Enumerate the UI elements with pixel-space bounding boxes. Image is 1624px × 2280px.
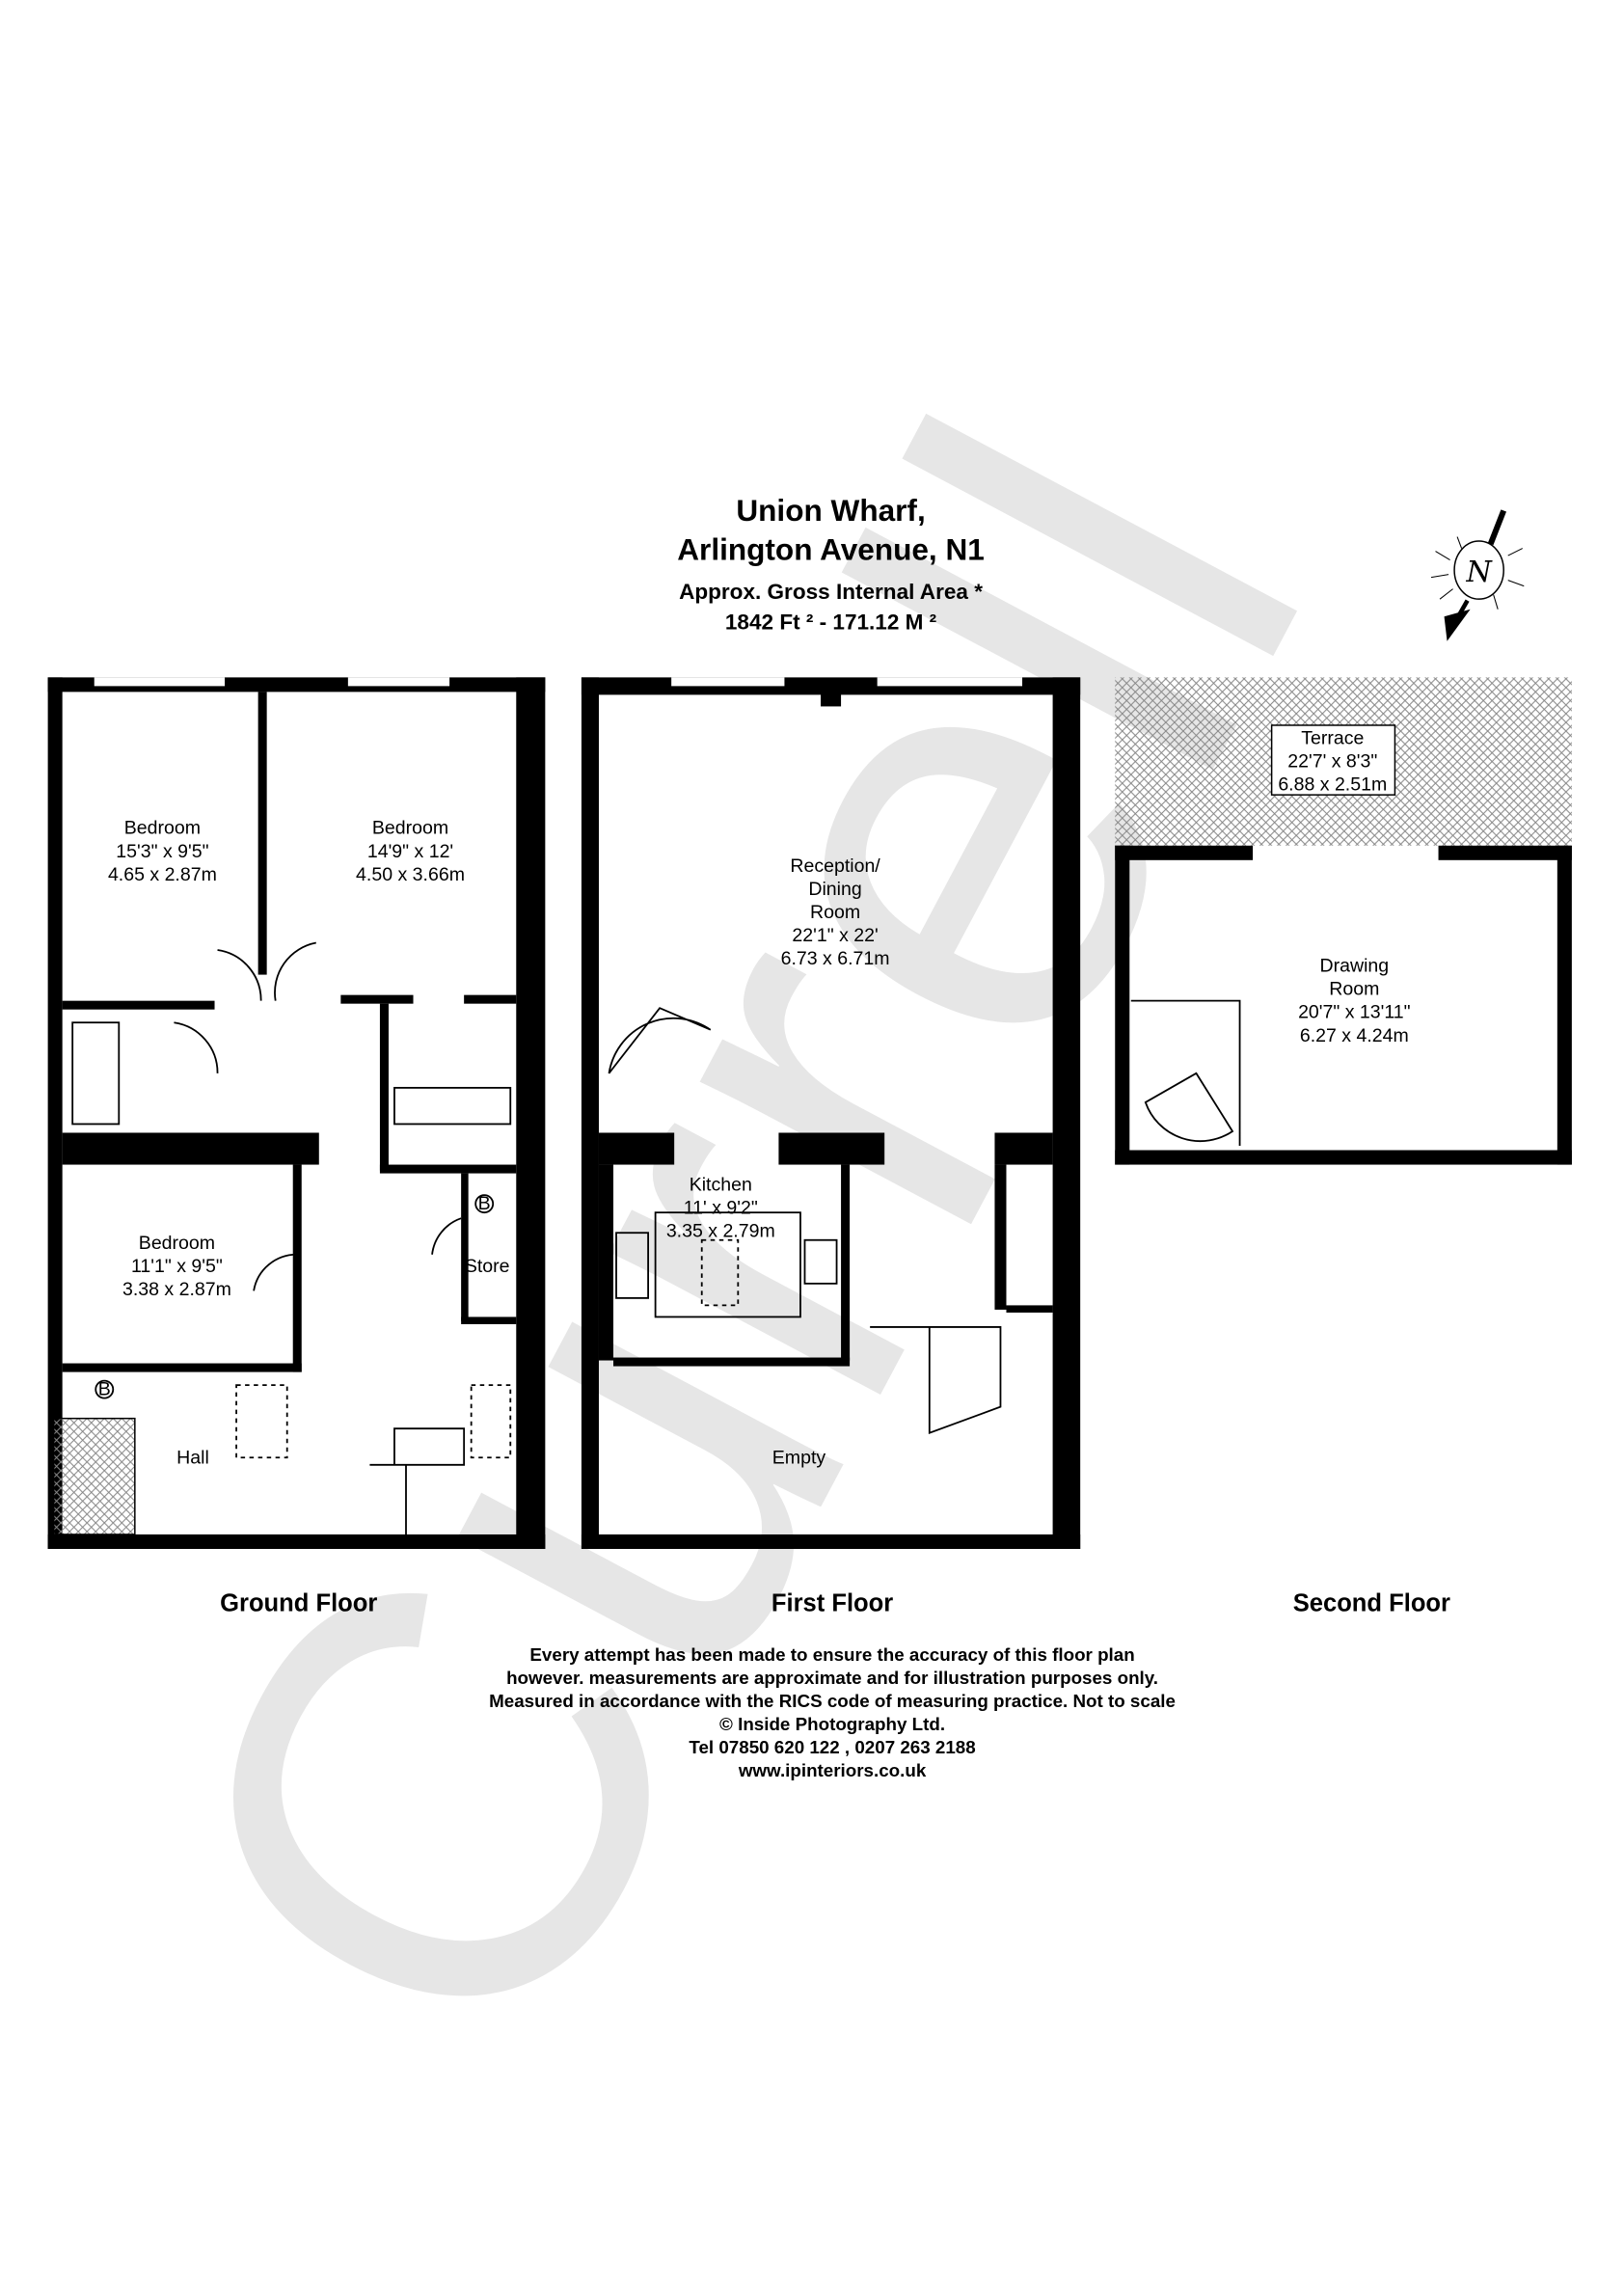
svg-text:4.65 x 2.87m: 4.65 x 2.87m [108, 864, 217, 885]
svg-text:© Inside Photography Ltd.: © Inside Photography Ltd. [719, 1714, 945, 1734]
svg-text:15'3" x 9'5": 15'3" x 9'5" [116, 841, 208, 862]
area-label: Approx. Gross Internal Area * [679, 580, 983, 604]
svg-text:11'1" x 9'5": 11'1" x 9'5" [131, 1256, 223, 1277]
svg-text:11' x 9'2": 11' x 9'2" [684, 1198, 758, 1219]
svg-text:6.73 x 6.71m: 6.73 x 6.71m [781, 948, 890, 969]
svg-text:Room: Room [1329, 979, 1379, 1000]
room-empty: Empty [772, 1447, 826, 1468]
room-store: Store [465, 1256, 510, 1277]
ground-floor-label: Ground Floor [220, 1590, 377, 1617]
room-bedroom-2: Bedroom 14'9" x 12' 4.50 x 3.66m [356, 818, 465, 885]
svg-text:Tel 07850 620 122 , 0207 263 2: Tel 07850 620 122 , 0207 263 2188 [689, 1737, 975, 1757]
header: Union Wharf, Arlington Avenue, N1 Approx… [677, 493, 985, 635]
address-line-1: Union Wharf, [736, 493, 925, 528]
room-kitchen: Kitchen [690, 1175, 752, 1196]
room-drawing: Drawing [1320, 956, 1390, 977]
svg-text:14'9" x 12': 14'9" x 12' [367, 841, 453, 862]
room-terrace: Terrace [1301, 728, 1364, 749]
north-arrow-icon: N [1430, 509, 1525, 641]
svg-text:6.27 x 4.24m: 6.27 x 4.24m [1300, 1025, 1409, 1046]
ground-floor-plan: B B Bedroom 15'3" x 9'5" 4.65 x 2.87m Be… [47, 677, 546, 1550]
svg-text:Bedroom: Bedroom [124, 818, 201, 839]
svg-text:Bedroom: Bedroom [139, 1233, 215, 1254]
svg-text:3.38 x 2.87m: 3.38 x 2.87m [122, 1279, 231, 1300]
area-value: 1842 Ft ² - 171.12 M ² [725, 611, 937, 635]
room-hall: Hall [176, 1447, 209, 1468]
svg-text:www.ipinteriors.co.uk: www.ipinteriors.co.uk [738, 1760, 927, 1780]
svg-text:Bedroom: Bedroom [372, 818, 448, 839]
svg-text:22'1" x 22': 22'1" x 22' [792, 925, 878, 946]
svg-text:4.50 x 3.66m: 4.50 x 3.66m [356, 864, 465, 885]
svg-text:however. measurements are appr: however. measurements are approximate an… [506, 1668, 1158, 1688]
svg-text:Dining: Dining [808, 879, 861, 900]
room-reception-l1: Reception/ [790, 855, 880, 877]
svg-text:Measured in accordance with th: Measured in accordance with the RICS cod… [489, 1691, 1176, 1711]
svg-text:20'7" x 13'11": 20'7" x 13'11" [1298, 1002, 1411, 1023]
svg-text:Every attempt has been made to: Every attempt has been made to ensure th… [529, 1644, 1134, 1665]
room-bedroom-1: Bedroom 15'3" x 9'5" 4.65 x 2.87m [108, 818, 217, 885]
address-line-2: Arlington Avenue, N1 [677, 532, 985, 567]
second-floor-plan: Terrace 22'7' x 8'3" 6.88 x 2.51m Drawin… [1115, 677, 1572, 1165]
svg-text:22'7' x 8'3": 22'7' x 8'3" [1287, 751, 1377, 773]
disclaimer: Every attempt has been made to ensure th… [489, 1644, 1176, 1780]
boiler-label: B [98, 1379, 111, 1400]
svg-text:6.88 x 2.51m: 6.88 x 2.51m [1278, 774, 1387, 796]
svg-text:N: N [1465, 556, 1493, 589]
room-bedroom-3: Bedroom 11'1" x 9'5" 3.38 x 2.87m [122, 1233, 231, 1300]
second-floor-label: Second Floor [1293, 1590, 1450, 1617]
boiler-label: B [478, 1193, 491, 1214]
svg-text:Room: Room [810, 902, 860, 923]
first-floor-plan: Reception/ Dining Room 22'1" x 22' 6.73 … [581, 677, 1081, 1550]
svg-text:3.35 x 2.79m: 3.35 x 2.79m [666, 1221, 775, 1242]
first-floor-label: First Floor [771, 1590, 893, 1617]
